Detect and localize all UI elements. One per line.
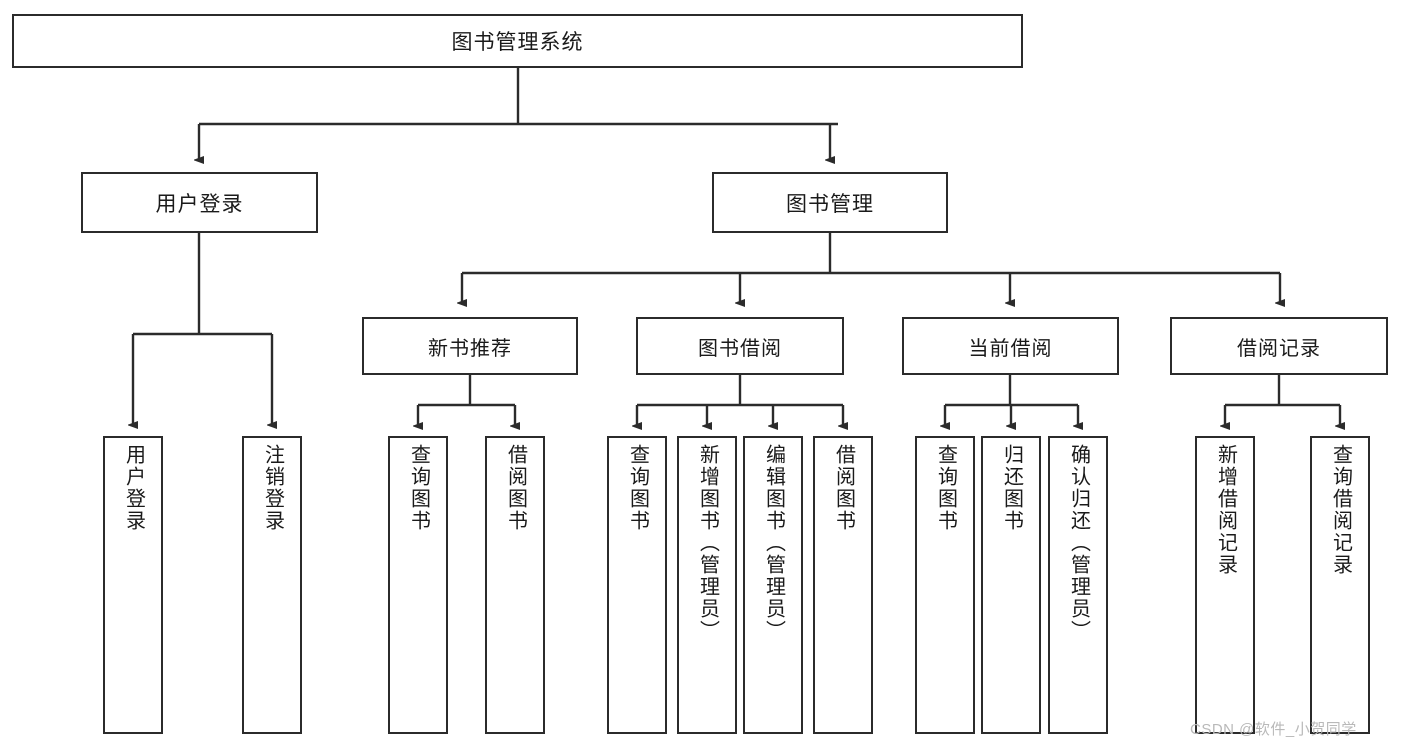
node-label: 查询图书 <box>934 444 957 532</box>
node-label: 用户登录 <box>155 192 244 216</box>
node-label: 图书管理系统 <box>451 31 584 54</box>
node-book-borrow[interactable]: 图书借阅 <box>636 317 844 375</box>
node-label: 借阅图书 <box>832 444 855 532</box>
leaf-recommend-borrow-book[interactable]: 借阅图书 <box>485 436 545 734</box>
node-label: 编辑图书（管理员） <box>762 444 785 642</box>
node-label: 查询图书 <box>407 444 430 532</box>
node-root-system[interactable]: 图书管理系统 <box>12 14 1023 68</box>
leaf-recommend-query-book[interactable]: 查询图书 <box>388 436 448 734</box>
node-label: 确认归还（管理员） <box>1067 444 1090 642</box>
leaf-logout[interactable]: 注销登录 <box>242 436 302 734</box>
node-label: 新书推荐 <box>428 337 512 360</box>
leaf-borrow-edit-book-admin[interactable]: 编辑图书（管理员） <box>743 436 803 734</box>
node-borrow-record[interactable]: 借阅记录 <box>1170 317 1388 375</box>
node-label: 查询图书 <box>626 444 649 532</box>
node-new-book-recommend[interactable]: 新书推荐 <box>362 317 578 375</box>
leaf-user-login[interactable]: 用户登录 <box>103 436 163 734</box>
leaf-borrow-add-book-admin[interactable]: 新增图书（管理员） <box>677 436 737 734</box>
node-label: 借阅图书 <box>504 444 527 532</box>
node-current-borrow[interactable]: 当前借阅 <box>902 317 1119 375</box>
node-book-management[interactable]: 图书管理 <box>712 172 948 233</box>
leaf-current-query-book[interactable]: 查询图书 <box>915 436 975 734</box>
leaf-record-add-borrow-record[interactable]: 新增借阅记录 <box>1195 436 1255 734</box>
leaf-current-return-book[interactable]: 归还图书 <box>981 436 1041 734</box>
leaf-current-confirm-return-admin[interactable]: 确认归还（管理员） <box>1048 436 1108 734</box>
node-label: 注销登录 <box>261 444 284 532</box>
node-label: 新增图书（管理员） <box>696 444 719 642</box>
node-user-login[interactable]: 用户登录 <box>81 172 318 233</box>
node-label: 查询借阅记录 <box>1329 444 1352 576</box>
node-label: 归还图书 <box>1000 444 1023 532</box>
csdn-watermark: CSDN @软件_小贺同学 <box>1190 721 1357 738</box>
node-label: 图书借阅 <box>698 337 782 360</box>
leaf-borrow-borrow-book[interactable]: 借阅图书 <box>813 436 873 734</box>
node-label: 新增借阅记录 <box>1214 444 1237 576</box>
node-label: 借阅记录 <box>1237 337 1321 360</box>
node-label: 图书管理 <box>786 192 874 216</box>
leaf-borrow-query-book[interactable]: 查询图书 <box>607 436 667 734</box>
node-label: 当前借阅 <box>968 337 1053 360</box>
leaf-record-query-borrow-record[interactable]: 查询借阅记录 <box>1310 436 1370 734</box>
node-label: 用户登录 <box>122 444 145 532</box>
